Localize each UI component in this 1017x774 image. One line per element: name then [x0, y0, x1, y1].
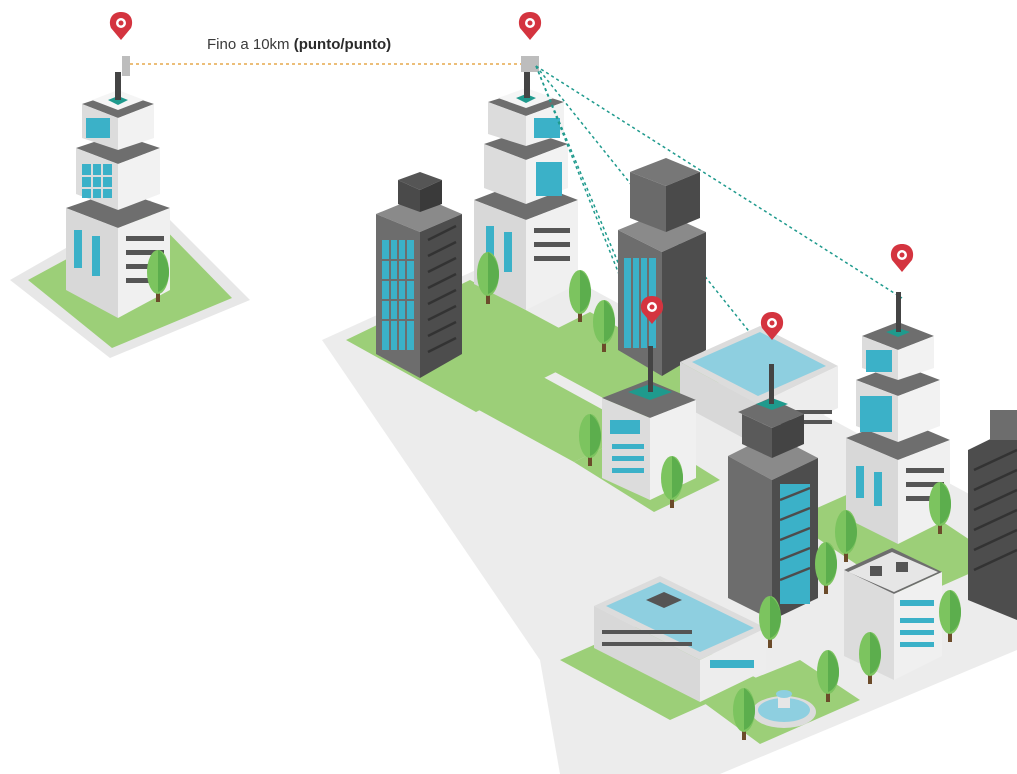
location-pin-icon	[518, 12, 542, 40]
flat-building	[594, 576, 766, 702]
dark-tower-center	[618, 158, 706, 376]
link-mode-text: (punto/punto)	[293, 36, 392, 53]
location-pin-icon	[890, 244, 914, 272]
left-block	[10, 12, 250, 358]
bottom-building	[844, 548, 942, 680]
location-pin-icon	[109, 12, 133, 40]
link-distance-label: Fino a 10km (punto/punto)	[207, 36, 391, 53]
link-distance-text: Fino a 10km	[207, 36, 294, 53]
dark-tower-left	[376, 172, 462, 378]
dark-tower-right	[968, 410, 1017, 620]
small-building	[602, 346, 696, 500]
tall-tower-bottom	[728, 364, 818, 620]
fountain	[752, 690, 816, 728]
